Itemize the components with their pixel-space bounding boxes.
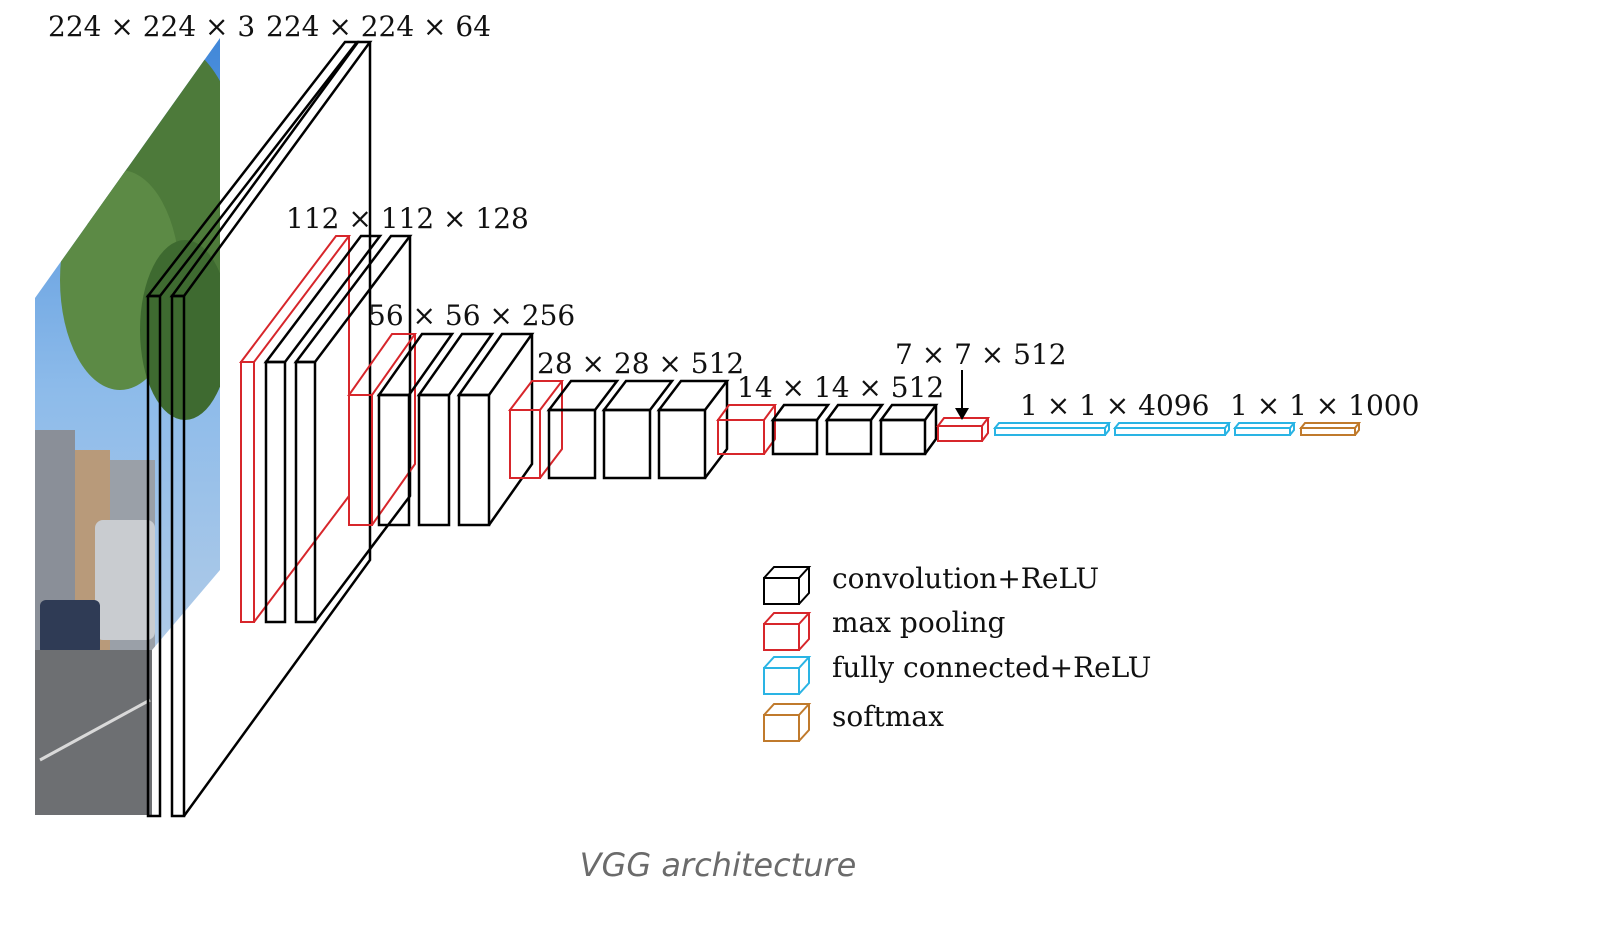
fc-block xyxy=(1104,423,1110,436)
conv-block xyxy=(457,393,491,527)
conv-block xyxy=(825,418,873,456)
dim-label-stage2: 112 × 112 × 128 xyxy=(286,202,529,235)
conv-block xyxy=(602,408,652,480)
conv-block xyxy=(771,418,819,456)
fc-block xyxy=(1224,423,1230,436)
fc-block xyxy=(1114,427,1226,436)
pool-block xyxy=(936,417,990,427)
conv-block xyxy=(704,381,729,479)
pool-block xyxy=(371,334,416,526)
conv-block xyxy=(487,334,534,526)
arrow-head-icon xyxy=(955,408,969,420)
conv-block xyxy=(377,393,411,527)
legend-item-pool: max pooling xyxy=(763,606,1006,651)
conv-block xyxy=(416,332,495,397)
legend-item-conv: convolution+ReLU xyxy=(763,562,1099,605)
conv-block xyxy=(879,418,927,456)
input-image xyxy=(35,38,220,815)
fc-block xyxy=(1112,422,1232,429)
pool-block xyxy=(348,394,373,526)
fc-block xyxy=(1232,422,1297,429)
pool-block xyxy=(539,381,563,479)
conv-block xyxy=(417,393,451,527)
conv-block xyxy=(770,403,831,422)
pool-block xyxy=(937,425,983,442)
softmax-block xyxy=(1298,422,1362,429)
pool-block xyxy=(509,409,541,479)
dim-label-stage4: 28 × 28 × 512 xyxy=(537,347,744,380)
layer-blocks xyxy=(145,40,1362,818)
pool-block xyxy=(507,380,565,411)
conv-block xyxy=(546,379,620,412)
legend-label-softmax: softmax xyxy=(832,700,944,733)
pool-block xyxy=(717,419,765,455)
conv-block xyxy=(657,408,707,480)
conv-cube-icon xyxy=(763,566,812,605)
conv-block xyxy=(294,360,317,624)
legend-label-conv: convolution+ReLU xyxy=(832,562,1099,595)
softmax-block xyxy=(1300,427,1356,436)
legend-item-softmax: softmax xyxy=(763,700,944,742)
figure-caption: VGG architecture xyxy=(580,846,857,884)
conv-block xyxy=(314,236,412,623)
pool-block xyxy=(253,495,350,623)
conv-block xyxy=(923,405,938,455)
conv-block xyxy=(601,379,675,412)
dim-label-fc: 1 × 1 × 4096 xyxy=(1020,389,1209,422)
fc-block xyxy=(1234,427,1291,436)
pool-cube-icon xyxy=(763,612,812,651)
street-photo-icon xyxy=(35,38,220,815)
dim-label-input: 224 × 224 × 3 xyxy=(48,10,255,43)
conv-block xyxy=(878,403,939,422)
dim-label-stage5: 14 × 14 × 512 xyxy=(737,371,944,404)
dim-label-pool5: 7 × 7 × 512 xyxy=(895,338,1067,371)
fc-block xyxy=(994,427,1106,436)
legend-item-fc: fully connected+ReLU xyxy=(763,651,1151,695)
softmax-block xyxy=(1354,423,1360,436)
fc-block xyxy=(1289,423,1295,436)
conv-block xyxy=(264,360,287,624)
pool-block xyxy=(981,418,989,442)
conv-block xyxy=(547,408,597,480)
pool-block xyxy=(347,333,417,396)
dim-label-stage1: 224 × 224 × 64 xyxy=(266,10,491,43)
conv-block xyxy=(263,234,383,364)
conv-block xyxy=(376,332,455,397)
conv-block xyxy=(824,403,885,422)
dimension-labels: 224 × 224 × 3 224 × 224 × 64 112 × 112 ×… xyxy=(48,10,1419,422)
pool-block xyxy=(240,361,255,623)
fc-cube-icon xyxy=(763,656,812,695)
legend-label-fc: fully connected+ReLU xyxy=(832,651,1151,684)
dim-label-stage3: 56 × 56 × 256 xyxy=(368,299,575,332)
fc-block xyxy=(992,422,1112,429)
dim-label-softmax: 1 × 1 × 1000 xyxy=(1230,389,1419,422)
legend: convolution+ReLU max pooling fully conne… xyxy=(763,562,1151,742)
legend-label-pool: max pooling xyxy=(832,606,1006,639)
conv-block xyxy=(182,42,372,817)
softmax-cube-icon xyxy=(763,703,812,742)
